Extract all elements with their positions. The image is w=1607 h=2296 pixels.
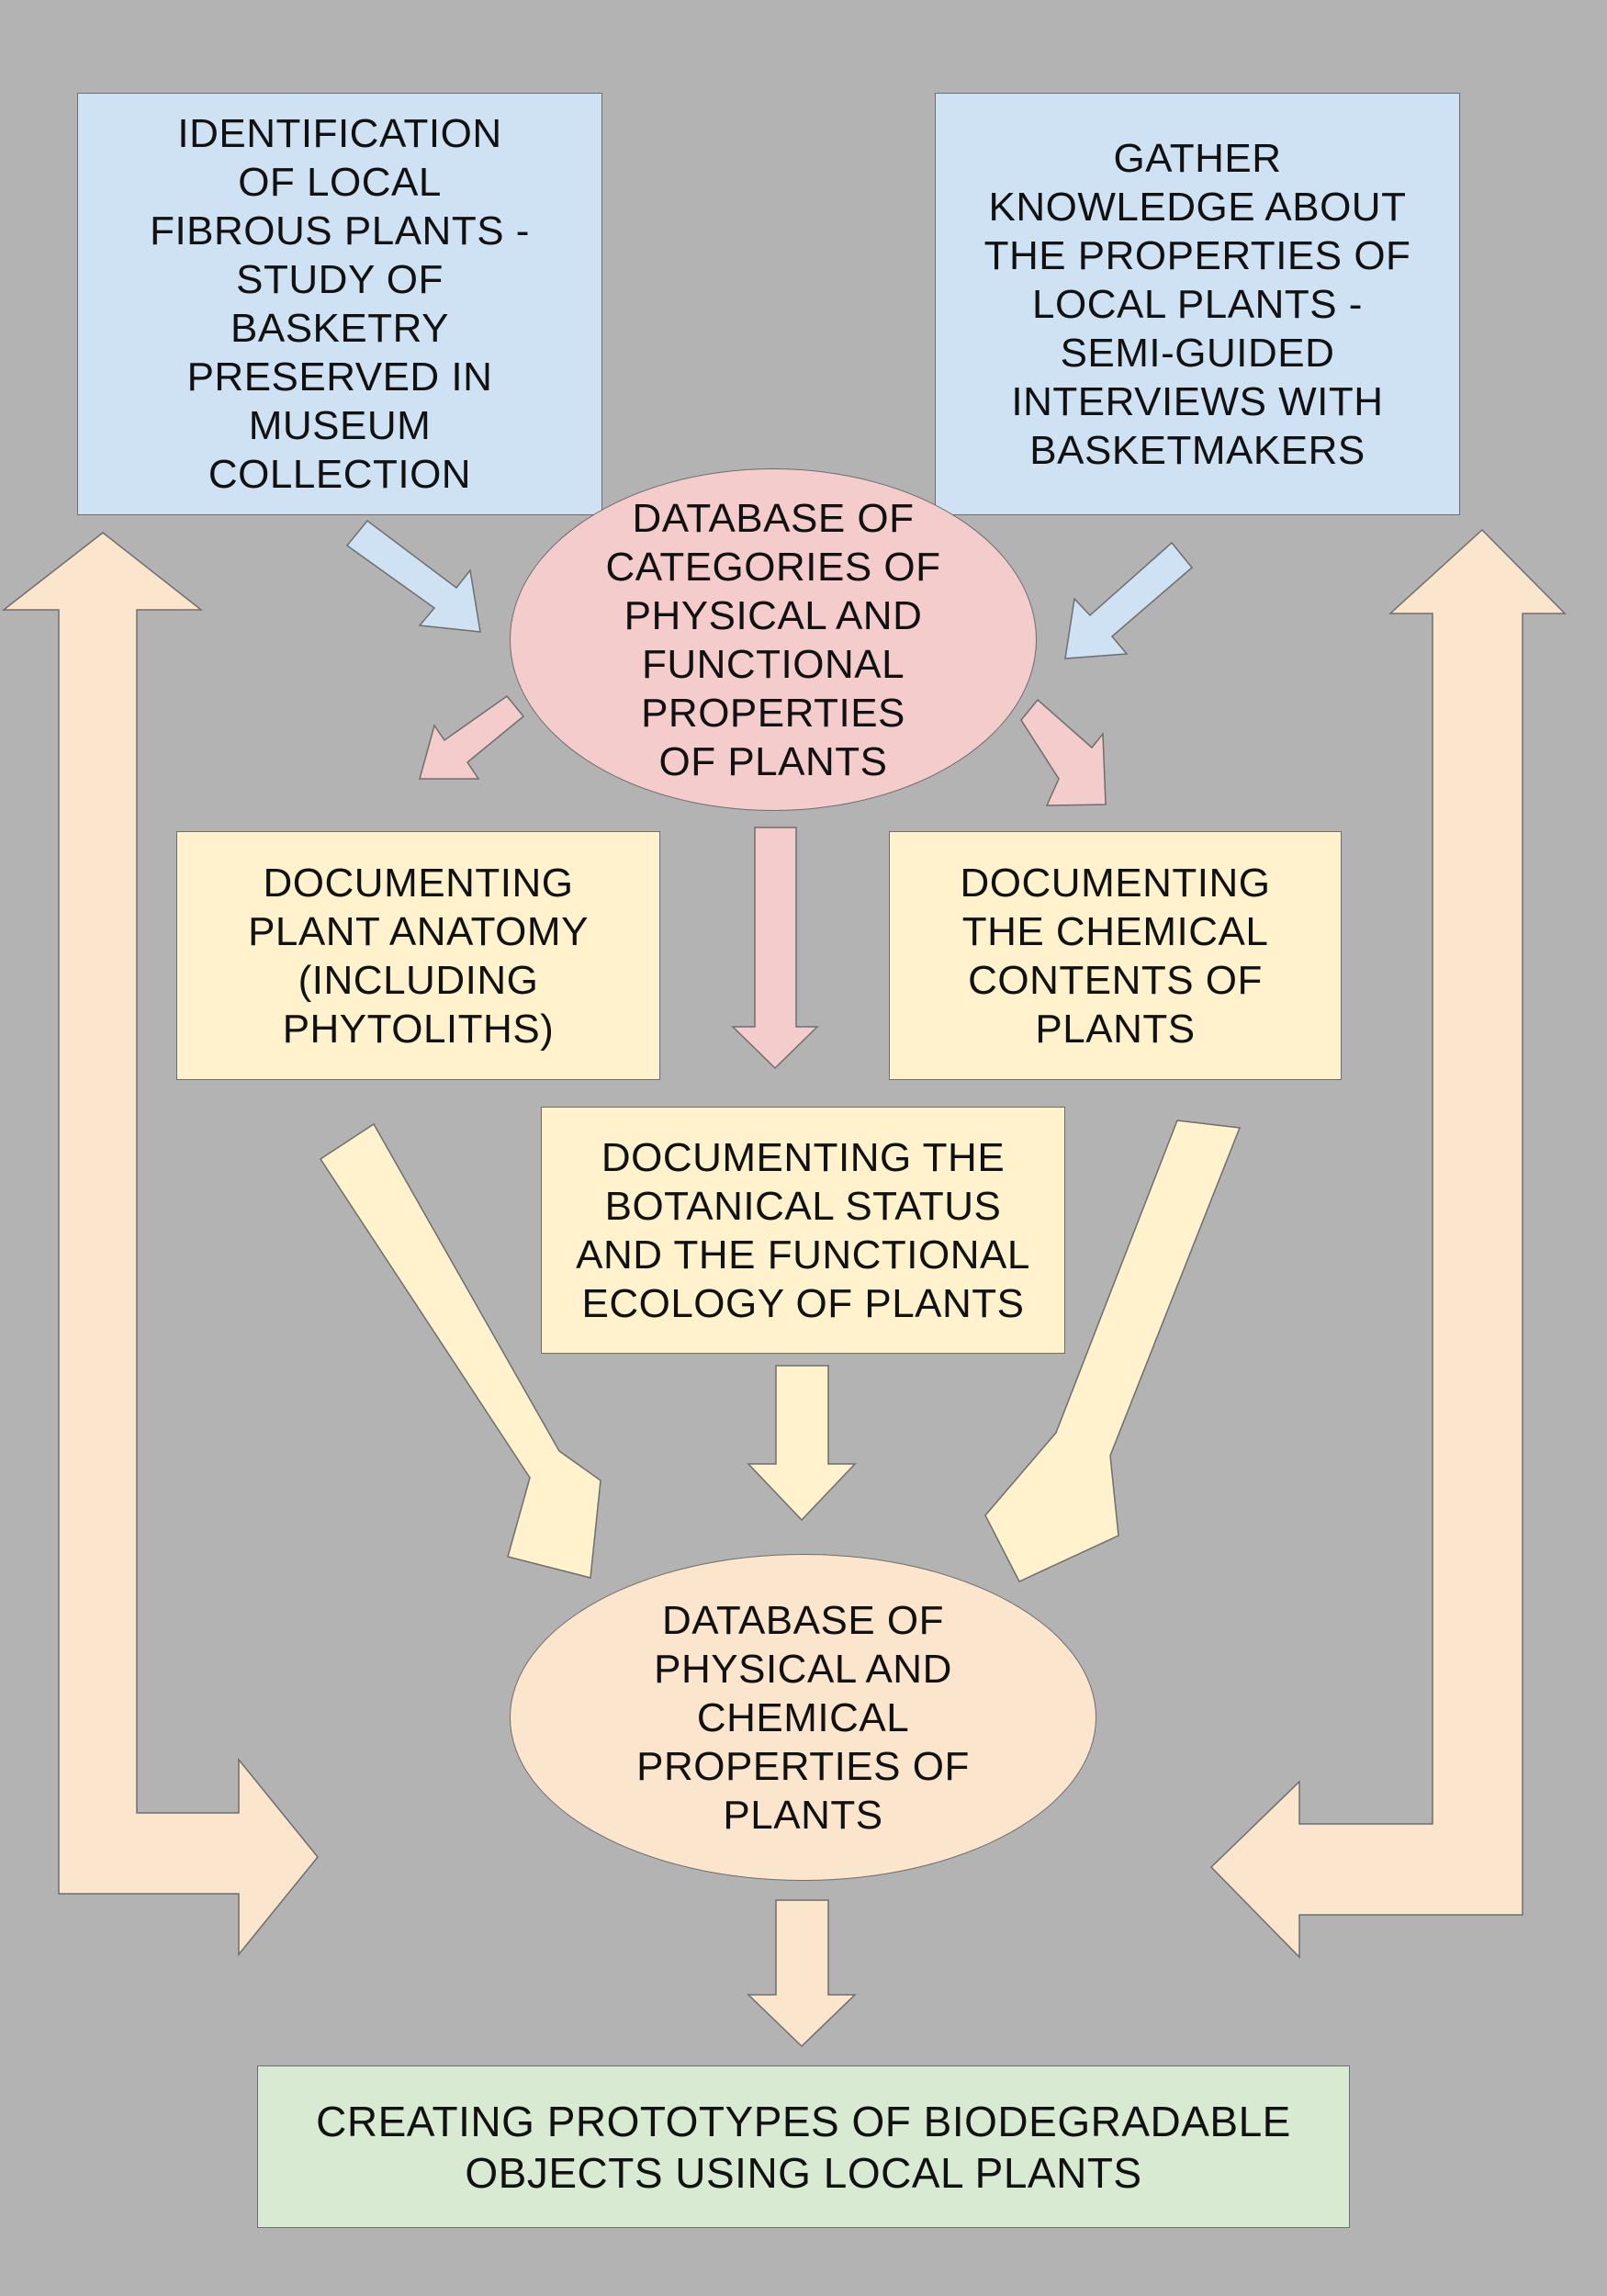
identification-box: IDENTIFICATION OF LOCAL FIBROUS PLANTS -… <box>77 93 602 515</box>
gather-knowledge-box: GATHER KNOWLEDGE ABOUT THE PROPERTIES OF… <box>935 93 1460 515</box>
botanical-status-box: DOCUMENTING THE BOTANICAL STATUS AND THE… <box>541 1107 1065 1354</box>
chemical-contents-text: DOCUMENTING THE CHEMICAL CONTENTS OF PLA… <box>960 860 1271 1052</box>
plant-anatomy-text: DOCUMENTING PLANT ANATOMY (INCLUDING PHY… <box>248 860 589 1052</box>
arrow-knowledge-to-categories <box>1064 541 1194 659</box>
gather-knowledge-text: GATHER KNOWLEDGE ABOUT THE PROPERTIES OF… <box>983 135 1411 473</box>
arrow-anatomy-to-properties <box>319 1122 601 1579</box>
prototypes-box: CREATING PROTOTYPES OF BIODEGRADABLE OBJ… <box>257 2065 1350 2228</box>
plant-anatomy-box: DOCUMENTING PLANT ANATOMY (INCLUDING PHY… <box>176 831 660 1080</box>
categories-database-text: DATABASE OF CATEGORIES OF PHYSICAL AND F… <box>605 495 941 784</box>
arrow-categories-to-botanical <box>731 827 819 1070</box>
arrow-botanical-to-properties <box>747 1365 857 1522</box>
double-arrow-right <box>1209 528 1567 1959</box>
arrow-categories-to-chemical <box>1020 698 1107 806</box>
properties-database-ellipse: DATABASE OF PHYSICAL AND CHEMICAL PROPER… <box>510 1554 1096 1881</box>
identification-text: IDENTIFICATION OF LOCAL FIBROUS PLANTS -… <box>150 111 530 497</box>
arrow-properties-to-prototypes <box>747 1899 857 2048</box>
double-arrow-left <box>1 532 319 1957</box>
chemical-contents-box: DOCUMENTING THE CHEMICAL CONTENTS OF PLA… <box>889 831 1342 1080</box>
prototypes-text: CREATING PROTOTYPES OF BIODEGRADABLE OBJ… <box>316 2097 1291 2197</box>
arrow-chemical-to-properties <box>984 1120 1242 1582</box>
properties-database-text: DATABASE OF PHYSICAL AND CHEMICAL PROPER… <box>636 1597 970 1838</box>
categories-database-ellipse: DATABASE OF CATEGORIES OF PHYSICAL AND F… <box>510 468 1037 811</box>
arrow-categories-to-anatomy <box>419 694 525 780</box>
arrow-identification-to-categories <box>345 519 481 633</box>
botanical-status-text: DOCUMENTING THE BOTANICAL STATUS AND THE… <box>576 1134 1030 1326</box>
